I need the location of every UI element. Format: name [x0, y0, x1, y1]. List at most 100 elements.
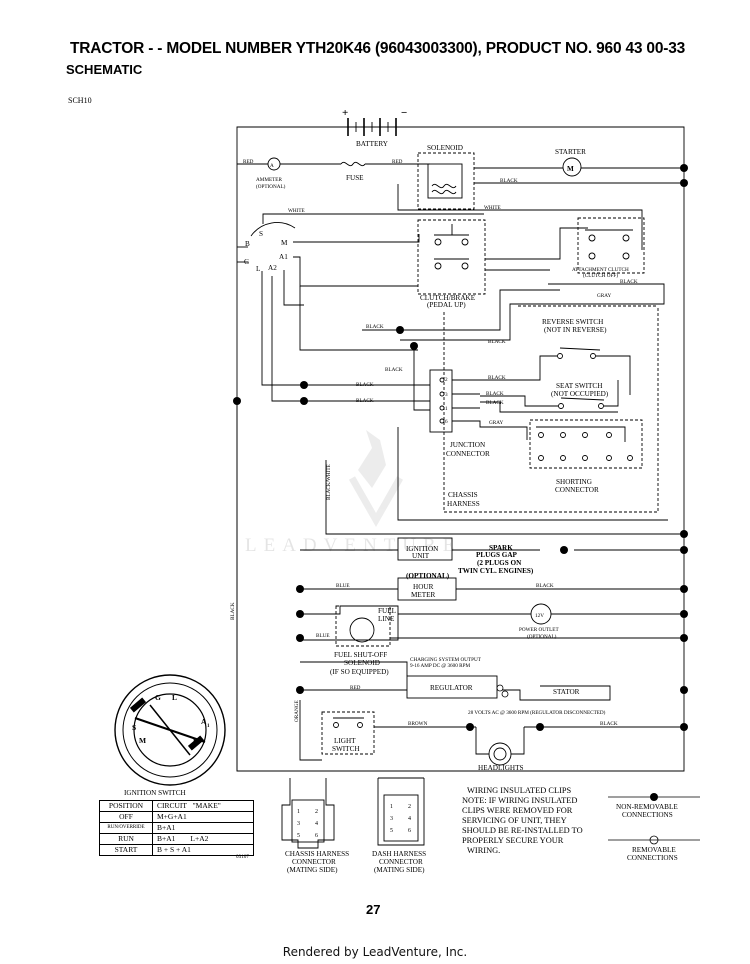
svg-text:(IF SO EQUIPPED): (IF SO EQUIPPED): [330, 668, 389, 676]
svg-text:+: +: [342, 107, 348, 119]
chassis-connector-label-1: CHASSIS HARNESS: [285, 850, 349, 858]
svg-text:G: G: [244, 258, 249, 266]
svg-text:CHASSIS: CHASSIS: [448, 491, 478, 499]
svg-text:REGULATOR: REGULATOR: [430, 684, 473, 692]
table-row: OFF M+G+A1: [99, 811, 254, 823]
svg-text:A1: A1: [279, 253, 288, 261]
table-header: POSITION: [99, 800, 153, 812]
svg-text:1: 1: [297, 809, 300, 815]
svg-text:BLACK: BLACK: [230, 602, 236, 620]
svg-text:STARTER: STARTER: [555, 148, 586, 156]
svg-text:WIRING.: WIRING.: [467, 846, 500, 855]
svg-text:3: 3: [297, 821, 300, 827]
terminal-labels: S B M G L A2 A1 2 3 1 6: [244, 230, 448, 425]
chassis-connector-pins: 1 2 3 4 5 6: [297, 809, 318, 839]
svg-text:PROPERLY SECURE YOUR: PROPERLY SECURE YOUR: [462, 836, 564, 845]
svg-text:BLACK: BLACK: [385, 367, 403, 373]
table-header: CIRCUIT "MAKE": [152, 800, 254, 812]
watermark-text: LEADVENTURE: [245, 535, 461, 556]
svg-text:SHORTING: SHORTING: [556, 478, 592, 486]
ignition-switch-table: POSITION CIRCUIT "MAKE" OFF M+G+A1 RUN/O…: [99, 800, 254, 856]
svg-text:3: 3: [445, 392, 448, 398]
svg-text:2: 2: [445, 377, 448, 383]
footer-text: Rendered by LeadVenture, Inc.: [282, 945, 468, 959]
svg-text:WHITE: WHITE: [288, 208, 305, 214]
svg-text:POWER OUTLET: POWER OUTLET: [519, 627, 559, 633]
table-row: RUN/OVERRIDE B+A1: [99, 822, 254, 834]
table-cell-circuit: B + S + A1: [152, 844, 254, 856]
component-labels: + − BATTERY SOLENOID STARTER M A AMMETER…: [256, 107, 629, 772]
legend-labels: NON-REMOVABLE CONNECTIONS REMOVABLE CONN…: [616, 803, 678, 862]
svg-text:METER: METER: [411, 591, 436, 599]
table-cell-position: RUN/OVERRIDE: [99, 822, 153, 834]
svg-text:BLACK: BLACK: [500, 178, 518, 184]
svg-text:BLACK: BLACK: [488, 375, 506, 381]
svg-text:28 VOLTS AC @ 3600 RPM (REGULA: 28 VOLTS AC @ 3600 RPM (REGULATOR DISCON…: [468, 709, 606, 716]
svg-text:LIGHT: LIGHT: [334, 737, 356, 745]
svg-text:CHARGING SYSTEM OUTPUT: CHARGING SYSTEM OUTPUT: [410, 657, 482, 663]
table-cell-position: START: [99, 844, 153, 856]
svg-text:HARNESS: HARNESS: [447, 500, 480, 508]
table-cell-position: RUN: [99, 833, 153, 845]
svg-text:REVERSE SWITCH: REVERSE SWITCH: [542, 318, 603, 326]
svg-text:L: L: [172, 693, 177, 702]
svg-text:BROWN: BROWN: [408, 721, 428, 727]
page-title: TRACTOR - - MODEL NUMBER YTH20K46 (96043…: [70, 40, 686, 57]
svg-text:CONNECTOR: CONNECTOR: [446, 450, 490, 458]
svg-text:BLACK/WHITE: BLACK/WHITE: [326, 464, 332, 500]
svg-text:6: 6: [408, 828, 411, 834]
svg-text:(NOT OCCUPIED): (NOT OCCUPIED): [551, 390, 609, 398]
svg-text:NOTE: IF WIRING INSULATED: NOTE: IF WIRING INSULATED: [462, 796, 577, 805]
svg-text:12V: 12V: [535, 613, 544, 619]
svg-text:3: 3: [390, 816, 393, 822]
svg-text:SERVICING OF UNIT, THEY: SERVICING OF UNIT, THEY: [462, 816, 567, 825]
svg-text:HOUR: HOUR: [413, 583, 434, 591]
svg-text:4: 4: [315, 821, 318, 827]
svg-text:6: 6: [315, 833, 318, 839]
svg-text:BATTERY: BATTERY: [356, 140, 389, 148]
svg-text:ATTACHMENT CLUTCH: ATTACHMENT CLUTCH: [572, 267, 629, 273]
chassis-connector-label-3: (MATING SIDE): [287, 866, 338, 874]
svg-text:GRAY: GRAY: [597, 293, 611, 299]
svg-text:BLACK: BLACK: [356, 382, 374, 388]
svg-text:S: S: [132, 723, 136, 732]
svg-text:A: A: [270, 163, 274, 169]
svg-text:SOLENOID: SOLENOID: [344, 659, 380, 667]
svg-text:PLUGS GAP: PLUGS GAP: [476, 551, 518, 559]
svg-text:WHITE: WHITE: [484, 205, 501, 211]
svg-text:BLACK: BLACK: [600, 721, 618, 727]
svg-text:A2: A2: [268, 264, 277, 272]
table-row: RUN B+A1 L+A2: [99, 833, 254, 845]
svg-text:5: 5: [390, 828, 393, 834]
svg-text:B: B: [245, 240, 250, 248]
svg-text:REMOVABLE: REMOVABLE: [632, 846, 676, 854]
svg-text:9-16 AMP DC @ 3600 RPM: 9-16 AMP DC @ 3600 RPM: [410, 663, 470, 669]
svg-text:CONNECTOR: CONNECTOR: [555, 486, 599, 494]
svg-text:(PEDAL UP): (PEDAL UP): [427, 301, 466, 309]
chassis-connector-label-2: CONNECTOR: [292, 858, 336, 866]
svg-text:(OPTIONAL): (OPTIONAL): [256, 183, 286, 190]
svg-text:WIRING INSULATED CLIPS: WIRING INSULATED CLIPS: [467, 786, 572, 795]
svg-text:(OPTIONAL): (OPTIONAL): [527, 633, 557, 640]
svg-text:STATOR: STATOR: [553, 688, 580, 696]
page-number: 27: [366, 902, 381, 917]
svg-text:TWIN CYL. ENGINES): TWIN CYL. ENGINES): [458, 567, 534, 575]
wire-labels: RED RED BLACK WHITE WHITE BLACK GRAY BLA…: [230, 159, 638, 727]
svg-text:(CLUTCH OFF): (CLUTCH OFF): [583, 272, 618, 279]
svg-text:CONNECTIONS: CONNECTIONS: [627, 854, 678, 862]
svg-text:BLACK: BLACK: [486, 400, 504, 406]
svg-text:BLACK: BLACK: [356, 398, 374, 404]
ignition-switch-part-number: 03107: [236, 854, 249, 860]
svg-text:2: 2: [408, 804, 411, 810]
svg-text:CLIPS WERE REMOVED FOR: CLIPS WERE REMOVED FOR: [462, 806, 573, 815]
dash-connector-label-3: (MATING SIDE): [374, 866, 425, 874]
svg-text:1: 1: [445, 406, 448, 412]
svg-text:G: G: [155, 693, 161, 702]
svg-text:BLACK: BLACK: [488, 339, 506, 345]
table-cell-circuit: M+G+A1: [152, 811, 254, 823]
svg-text:S: S: [259, 230, 263, 238]
drawing-code: SCH10: [68, 96, 92, 105]
ignition-switch-face: [114, 674, 226, 786]
table-cell-circuit: B+A1: [152, 822, 254, 834]
svg-text:BLACK: BLACK: [486, 391, 504, 397]
